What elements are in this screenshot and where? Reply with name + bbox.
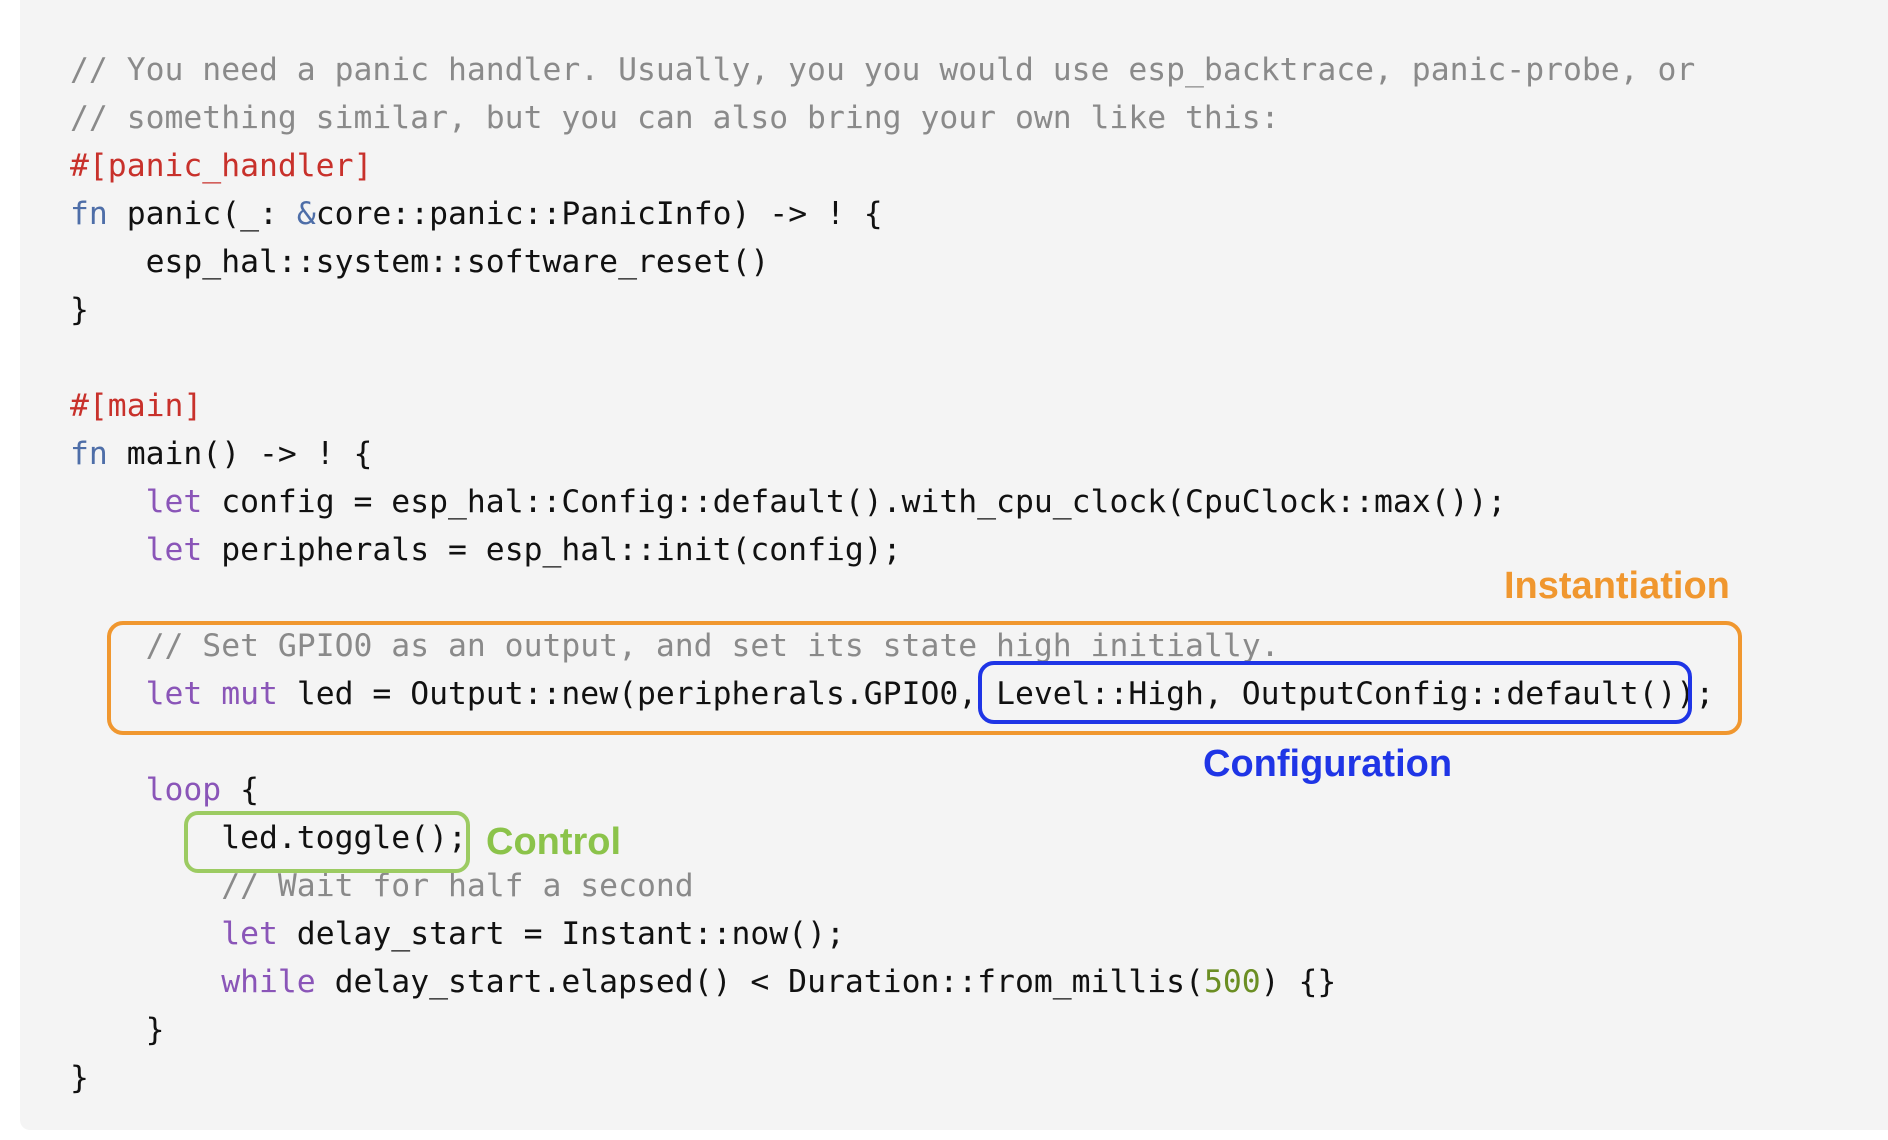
code-line: // Wait for half a second bbox=[70, 862, 1714, 910]
code-token: & bbox=[296, 196, 316, 232]
code-token: // Wait for half a second bbox=[221, 868, 694, 904]
code-token: } bbox=[70, 1012, 165, 1048]
code-token: while bbox=[221, 964, 316, 1000]
configuration-highlight-box bbox=[978, 661, 1692, 724]
code-token: led = Output::new(peripherals.GPIO0, Lev… bbox=[277, 676, 1715, 712]
code-token: main() -> ! { bbox=[107, 436, 373, 472]
code-token: } bbox=[70, 292, 89, 328]
code-token: 500 bbox=[1203, 964, 1261, 1000]
code-token: peripherals = esp_hal::init(config); bbox=[202, 532, 902, 568]
code-token: config = esp_hal::Config::default().with… bbox=[202, 484, 1507, 520]
code-token: // something similar, but you can also b… bbox=[70, 100, 1280, 136]
code-token: delay_start = Instant::now(); bbox=[277, 916, 845, 952]
control-label: Control bbox=[486, 821, 622, 863]
code-token: let bbox=[221, 916, 278, 952]
code-token: // You need a panic handler. Usually, yo… bbox=[70, 52, 1696, 88]
code-token bbox=[70, 868, 221, 904]
code-token: let bbox=[145, 532, 203, 568]
code-token: delay_start.elapsed() < Duration::from_m… bbox=[315, 964, 1204, 1000]
code-token: esp_hal::system::software_reset() bbox=[70, 244, 770, 280]
code-line: // You need a panic handler. Usually, yo… bbox=[70, 46, 1714, 94]
code-token: core::panic::PanicInfo) -> ! { bbox=[315, 196, 883, 232]
code-token: let bbox=[145, 676, 203, 712]
code-token: #[panic_handler] bbox=[70, 148, 373, 184]
code-line: let peripherals = esp_hal::init(config); bbox=[70, 526, 1714, 574]
code-token: panic(_: bbox=[107, 196, 297, 232]
code-token bbox=[70, 532, 146, 568]
code-token: loop bbox=[145, 772, 222, 808]
code-line: let mut led = Output::new(peripherals.GP… bbox=[70, 670, 1715, 718]
code-line: #[main] bbox=[70, 382, 1714, 430]
code-token bbox=[70, 772, 146, 808]
code-token: #[main] bbox=[70, 388, 203, 424]
code-token: } bbox=[70, 1060, 89, 1096]
code-line bbox=[70, 334, 1714, 382]
code-token: led.toggle(); bbox=[70, 820, 467, 856]
code-line: loop { bbox=[70, 766, 1714, 814]
code-token: fn bbox=[70, 436, 108, 472]
control-highlight-box bbox=[184, 811, 470, 873]
code-line: fn main() -> ! { bbox=[70, 430, 1714, 478]
instantiation-label: Instantiation bbox=[1504, 565, 1730, 607]
code-line: } bbox=[70, 1006, 1714, 1054]
code-line: // Set GPIO0 as an output, and set its s… bbox=[70, 622, 1714, 670]
code-token: { bbox=[221, 772, 260, 808]
code-text: // You need a panic handler. Usually, yo… bbox=[70, 46, 1714, 1102]
code-line: #[panic_handler] bbox=[70, 142, 1714, 190]
code-line bbox=[70, 574, 1714, 622]
code-line: let delay_start = Instant::now(); bbox=[70, 910, 1714, 958]
code-token: // Set GPIO0 as an output, and set its s… bbox=[145, 628, 1280, 664]
code-token: mut bbox=[221, 676, 278, 712]
instantiation-highlight-box bbox=[107, 621, 1742, 735]
code-token: fn bbox=[70, 196, 108, 232]
code-line: led.toggle(); bbox=[70, 814, 1714, 862]
code-token: let bbox=[145, 484, 203, 520]
code-line: while delay_start.elapsed() < Duration::… bbox=[70, 958, 1714, 1006]
code-line: let config = esp_hal::Config::default().… bbox=[70, 478, 1714, 526]
code-token bbox=[70, 916, 221, 952]
code-line: // something similar, but you can also b… bbox=[70, 94, 1714, 142]
code-line: } bbox=[70, 1054, 1714, 1102]
code-token bbox=[70, 964, 221, 1000]
code-token: ) {} bbox=[1260, 964, 1337, 1000]
code-line: esp_hal::system::software_reset() bbox=[70, 238, 1714, 286]
configuration-label: Configuration bbox=[1203, 743, 1453, 785]
code-line: } bbox=[70, 286, 1714, 334]
code-line: fn panic(_: &core::panic::PanicInfo) -> … bbox=[70, 190, 1714, 238]
code-token bbox=[70, 484, 146, 520]
code-block: // You need a panic handler. Usually, yo… bbox=[20, 0, 1888, 1130]
